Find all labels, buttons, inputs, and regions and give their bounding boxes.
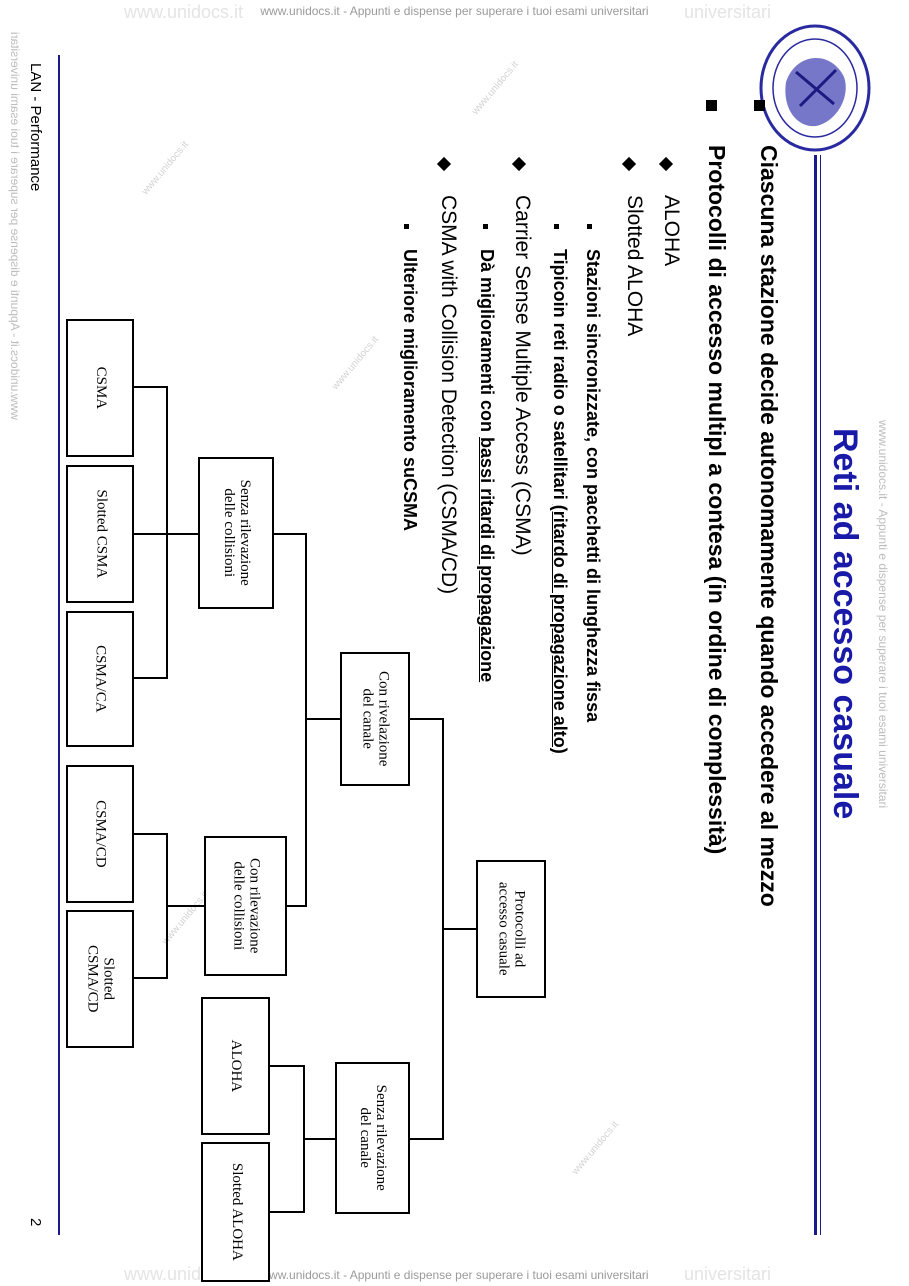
bullet-square: [754, 100, 765, 111]
footer-page-number: 2: [27, 1218, 44, 1227]
csma-note: Dà miglioramenti con bassi ritardi di pr…: [476, 249, 497, 682]
leaf-slotted-csma: Slotted CSMA: [66, 465, 134, 603]
leaf-slotted-aloha: Slotted ALOHA: [201, 1142, 270, 1282]
bullet-text: Ciascuna stazione decide autonomamente q…: [756, 145, 782, 907]
diamond-bullet: [436, 156, 452, 172]
watermark-diagonal: www.unidocs.it: [570, 1119, 621, 1178]
university-seal-logo: [756, 22, 874, 154]
node-without-collision-detection: Senza rilevazione delle collisioni: [198, 457, 274, 609]
leaf-slotted-csma-cd: Slotted CSMA/CD: [66, 910, 134, 1048]
watermark-left-side: www.unidocs.it - Appunti e dispense per …: [8, 31, 22, 420]
watermark-ghost-top-right: universitari: [684, 2, 772, 22]
note-text: Dà miglioramenti con: [477, 249, 497, 438]
watermark-ghost-top-left: www.unidocs.it: [124, 2, 244, 22]
leaf-aloha: ALOHA: [201, 997, 270, 1135]
footer-course: LAN - Performance: [27, 63, 44, 192]
note-underlined: (ritardo di propagazione alto): [550, 504, 570, 754]
leaf-csma: CSMA: [66, 319, 134, 457]
leaf-csma-ca: CSMA/CA: [66, 611, 134, 747]
watermark-bottom: www.unidocs.it - Appunti e dispense per …: [260, 1268, 649, 1282]
node-without-channel-sensing: Senza rilevazione del canale: [335, 1062, 410, 1214]
dot-bullet: [587, 224, 592, 229]
protocol-aloha: ALOHA: [660, 195, 683, 267]
protocol-csma-cd: CSMA with Collision Detection (CSMA/CD): [437, 195, 460, 595]
slotted-aloha-note: Stazioni sincronizzate, con pacchetti di…: [583, 249, 603, 723]
watermark-ghost-bottom-right: universitari: [684, 1264, 772, 1284]
slide-title: Reti ad accesso casuale: [826, 428, 864, 820]
dot-bullet: [483, 224, 488, 229]
slotted-aloha-note-2: Tipicoin reti radio o satellitari (ritar…: [549, 249, 570, 754]
footer-rule: [58, 55, 60, 1235]
node-with-collision-detection: Con rilevazione delle collisioni: [204, 836, 287, 976]
csma-cd-note: Ulteriore miglioramento suCSMA: [400, 249, 420, 532]
dot-bullet: [404, 224, 409, 229]
note-underlined: bassi ritardi di propagazione: [477, 437, 497, 683]
watermark-right-side: www.unidocs.it - Appunti e dispense per …: [876, 420, 890, 809]
watermark-diagonal: www.unidocs.it: [140, 139, 191, 198]
leaf-csma-cd: CSMA/CD: [66, 765, 134, 903]
dot-bullet: [554, 224, 559, 229]
protocol-csma: Carrier Sense Multiple Access (CSMA): [511, 195, 534, 556]
title-rule: [814, 155, 817, 1235]
node-random-access-protocols: Protocolli ad accesso casuale: [476, 860, 546, 998]
diamond-bullet: [658, 156, 674, 172]
watermark-top: www.unidocs.it - Appunti e dispense per …: [260, 4, 649, 18]
node-with-channel-sensing: Con rivelazione del canale: [340, 652, 410, 786]
note-text: Tipicoin reti radio o satellitari: [550, 249, 570, 505]
title-rule-thin: [820, 155, 821, 1235]
protocol-slotted-aloha: Slotted ALOHA: [623, 195, 646, 337]
diamond-bullet: [621, 156, 637, 172]
watermark-diagonal: www.unidocs.it: [470, 59, 521, 118]
bullet-square: [706, 100, 717, 111]
watermark-diagonal: www.unidocs.it: [330, 334, 381, 393]
bullet-text: Protocolli di accesso multipl a contesa …: [704, 145, 730, 855]
diamond-bullet: [511, 156, 527, 172]
